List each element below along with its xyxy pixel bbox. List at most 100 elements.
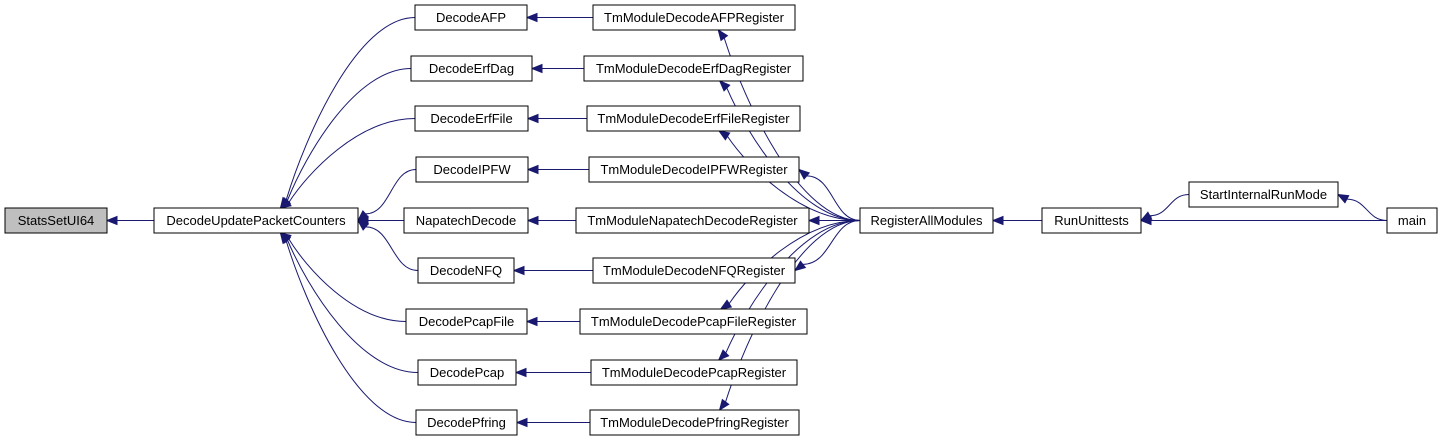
node-label: DecodeErfFile xyxy=(430,111,512,126)
edge-decode-pfring-to-decode-update-packet-counters xyxy=(279,231,417,423)
node-box xyxy=(583,55,804,82)
node-decode-pcap[interactable]: DecodePcap xyxy=(417,359,517,386)
edge-register-all-modules-to-tm-module-decode-nfqregister xyxy=(793,220,861,272)
node-label: NapatechDecode xyxy=(416,213,516,228)
node-tm-module-decode-pcap-register[interactable]: TmModuleDecodePcapRegister xyxy=(590,359,798,386)
arrowhead xyxy=(717,349,730,361)
edge-decode-nfq-to-decode-update-packet-counters xyxy=(356,219,419,271)
arrowhead xyxy=(719,299,733,310)
node-box xyxy=(1188,181,1339,208)
node-decode-ipfw[interactable]: DecodeIPFW xyxy=(415,156,529,183)
node-box xyxy=(405,308,528,335)
edge-line xyxy=(365,226,419,271)
node-start-internal-run-mode[interactable]: StartInternalRunMode xyxy=(1188,181,1339,208)
edge-tm-module-napatech-decode-register-to-napatech-decode xyxy=(526,215,576,226)
node-tm-module-decode-pfring-register[interactable]: TmModuleDecodePfringRegister xyxy=(589,409,800,436)
node-label: TmModuleDecodeIPFWRegister xyxy=(600,162,788,177)
edge-register-all-modules-to-tm-module-decode-erf-file-register xyxy=(717,130,861,221)
node-tm-module-decode-afpregister[interactable]: TmModuleDecodeAFPRegister xyxy=(592,4,796,31)
node-box xyxy=(415,156,529,183)
arrowhead xyxy=(105,215,118,226)
edge-line xyxy=(802,220,861,265)
arrowhead xyxy=(356,219,370,231)
edge-register-all-modules-to-tm-module-decode-pcap-file-register xyxy=(719,220,861,310)
arrowhead xyxy=(717,28,729,42)
edge-register-all-modules-to-tm-module-decode-erf-dag-register xyxy=(718,80,861,221)
node-label: StatsSetUI64 xyxy=(18,213,95,228)
edge-tm-module-decode-afpregister-to-decode-afp xyxy=(525,12,593,23)
edge-line xyxy=(288,118,416,203)
edge-line xyxy=(727,136,861,221)
node-box xyxy=(417,257,515,284)
arrowhead xyxy=(526,215,539,226)
node-box xyxy=(575,207,810,234)
node-tm-module-decode-pcap-file-register[interactable]: TmModuleDecodePcapFileRegister xyxy=(579,308,808,335)
arrowhead xyxy=(793,260,807,272)
arrowhead xyxy=(514,367,527,378)
node-label: TmModuleDecodePcapFileRegister xyxy=(591,314,797,329)
edge-main-to-start-internal-run-mode xyxy=(1336,193,1388,221)
node-tm-module-decode-ipfwregister[interactable]: TmModuleDecodeIPFWRegister xyxy=(588,156,800,183)
edge-decode-erf-file-to-decode-update-packet-counters xyxy=(279,118,416,209)
edge-line xyxy=(1149,194,1190,217)
node-tm-module-decode-nfqregister[interactable]: TmModuleDecodeNFQRegister xyxy=(592,257,796,284)
node-main[interactable]: main xyxy=(1386,207,1438,234)
node-label: TmModuleDecodePcapRegister xyxy=(602,365,787,380)
node-box xyxy=(153,207,359,234)
arrowhead xyxy=(279,198,292,209)
node-tm-module-napatech-decode-register[interactable]: TmModuleNapatechDecodeRegister xyxy=(575,207,810,234)
node-box xyxy=(859,207,994,234)
node-label: DecodeAFP xyxy=(436,10,506,25)
node-stats-set-ui64[interactable]: StatsSetUI64 xyxy=(4,207,108,234)
node-decode-erf-file[interactable]: DecodeErfFile xyxy=(414,105,529,132)
node-label: DecodePcapFile xyxy=(419,314,514,329)
node-decode-nfq[interactable]: DecodeNFQ xyxy=(417,257,515,284)
node-label: TmModuleDecodeAFPRegister xyxy=(604,10,785,25)
edge-register-all-modules-to-tm-module-decode-ipfwregister xyxy=(797,168,861,221)
arrowhead xyxy=(515,417,528,428)
edge-line xyxy=(728,220,861,304)
arrowhead xyxy=(530,63,543,74)
edge-line xyxy=(1346,198,1388,221)
node-run-unittests[interactable]: RunUnittests xyxy=(1041,207,1142,234)
edge-main-to-run-unittests xyxy=(1139,215,1387,226)
node-decode-pcap-file[interactable]: DecodePcapFile xyxy=(405,308,528,335)
node-decode-erf-dag[interactable]: DecodeErfDag xyxy=(410,55,533,82)
edge-decode-update-packet-counters-to-stats-set-ui64 xyxy=(105,215,154,226)
arrowhead xyxy=(807,215,820,226)
edge-line xyxy=(806,175,861,221)
edge-line xyxy=(365,169,417,215)
edge-line xyxy=(288,238,407,322)
arrowhead xyxy=(279,231,291,245)
node-box xyxy=(579,308,808,335)
node-label: TmModuleDecodeErfFileRegister xyxy=(597,111,790,126)
arrowhead xyxy=(525,12,538,23)
node-tm-module-decode-erf-file-register[interactable]: TmModuleDecodeErfFileRegister xyxy=(586,105,801,132)
node-box xyxy=(414,105,529,132)
edge-register-all-modules-to-tm-module-decode-pcap-register xyxy=(717,220,861,361)
edge-tm-module-decode-erf-file-register-to-decode-erf-file xyxy=(526,113,587,124)
edge-run-unittests-to-register-all-modules xyxy=(991,215,1042,226)
node-box xyxy=(403,207,529,234)
edge-line xyxy=(285,240,417,423)
node-register-all-modules[interactable]: RegisterAllModules xyxy=(859,207,994,234)
node-decode-pfring[interactable]: DecodePfring xyxy=(415,409,518,436)
edge-line xyxy=(287,239,419,373)
edge-tm-module-decode-pfring-register-to-decode-pfring xyxy=(515,417,590,428)
arrowhead xyxy=(718,80,731,92)
node-box xyxy=(4,207,108,234)
node-label: RegisterAllModules xyxy=(871,213,983,228)
arrowhead xyxy=(512,265,525,276)
node-decode-afp[interactable]: DecodeAFP xyxy=(414,4,528,31)
node-napatech-decode[interactable]: NapatechDecode xyxy=(403,207,529,234)
node-label: TmModuleDecodeNFQRegister xyxy=(603,263,786,278)
node-tm-module-decode-erf-dag-register[interactable]: TmModuleDecodeErfDagRegister xyxy=(583,55,804,82)
node-label: DecodeErfDag xyxy=(429,61,514,76)
arrowhead xyxy=(526,164,539,175)
node-box xyxy=(588,156,800,183)
node-box xyxy=(586,105,801,132)
node-box xyxy=(1041,207,1142,234)
node-decode-update-packet-counters[interactable]: DecodeUpdatePacketCounters xyxy=(153,207,359,234)
